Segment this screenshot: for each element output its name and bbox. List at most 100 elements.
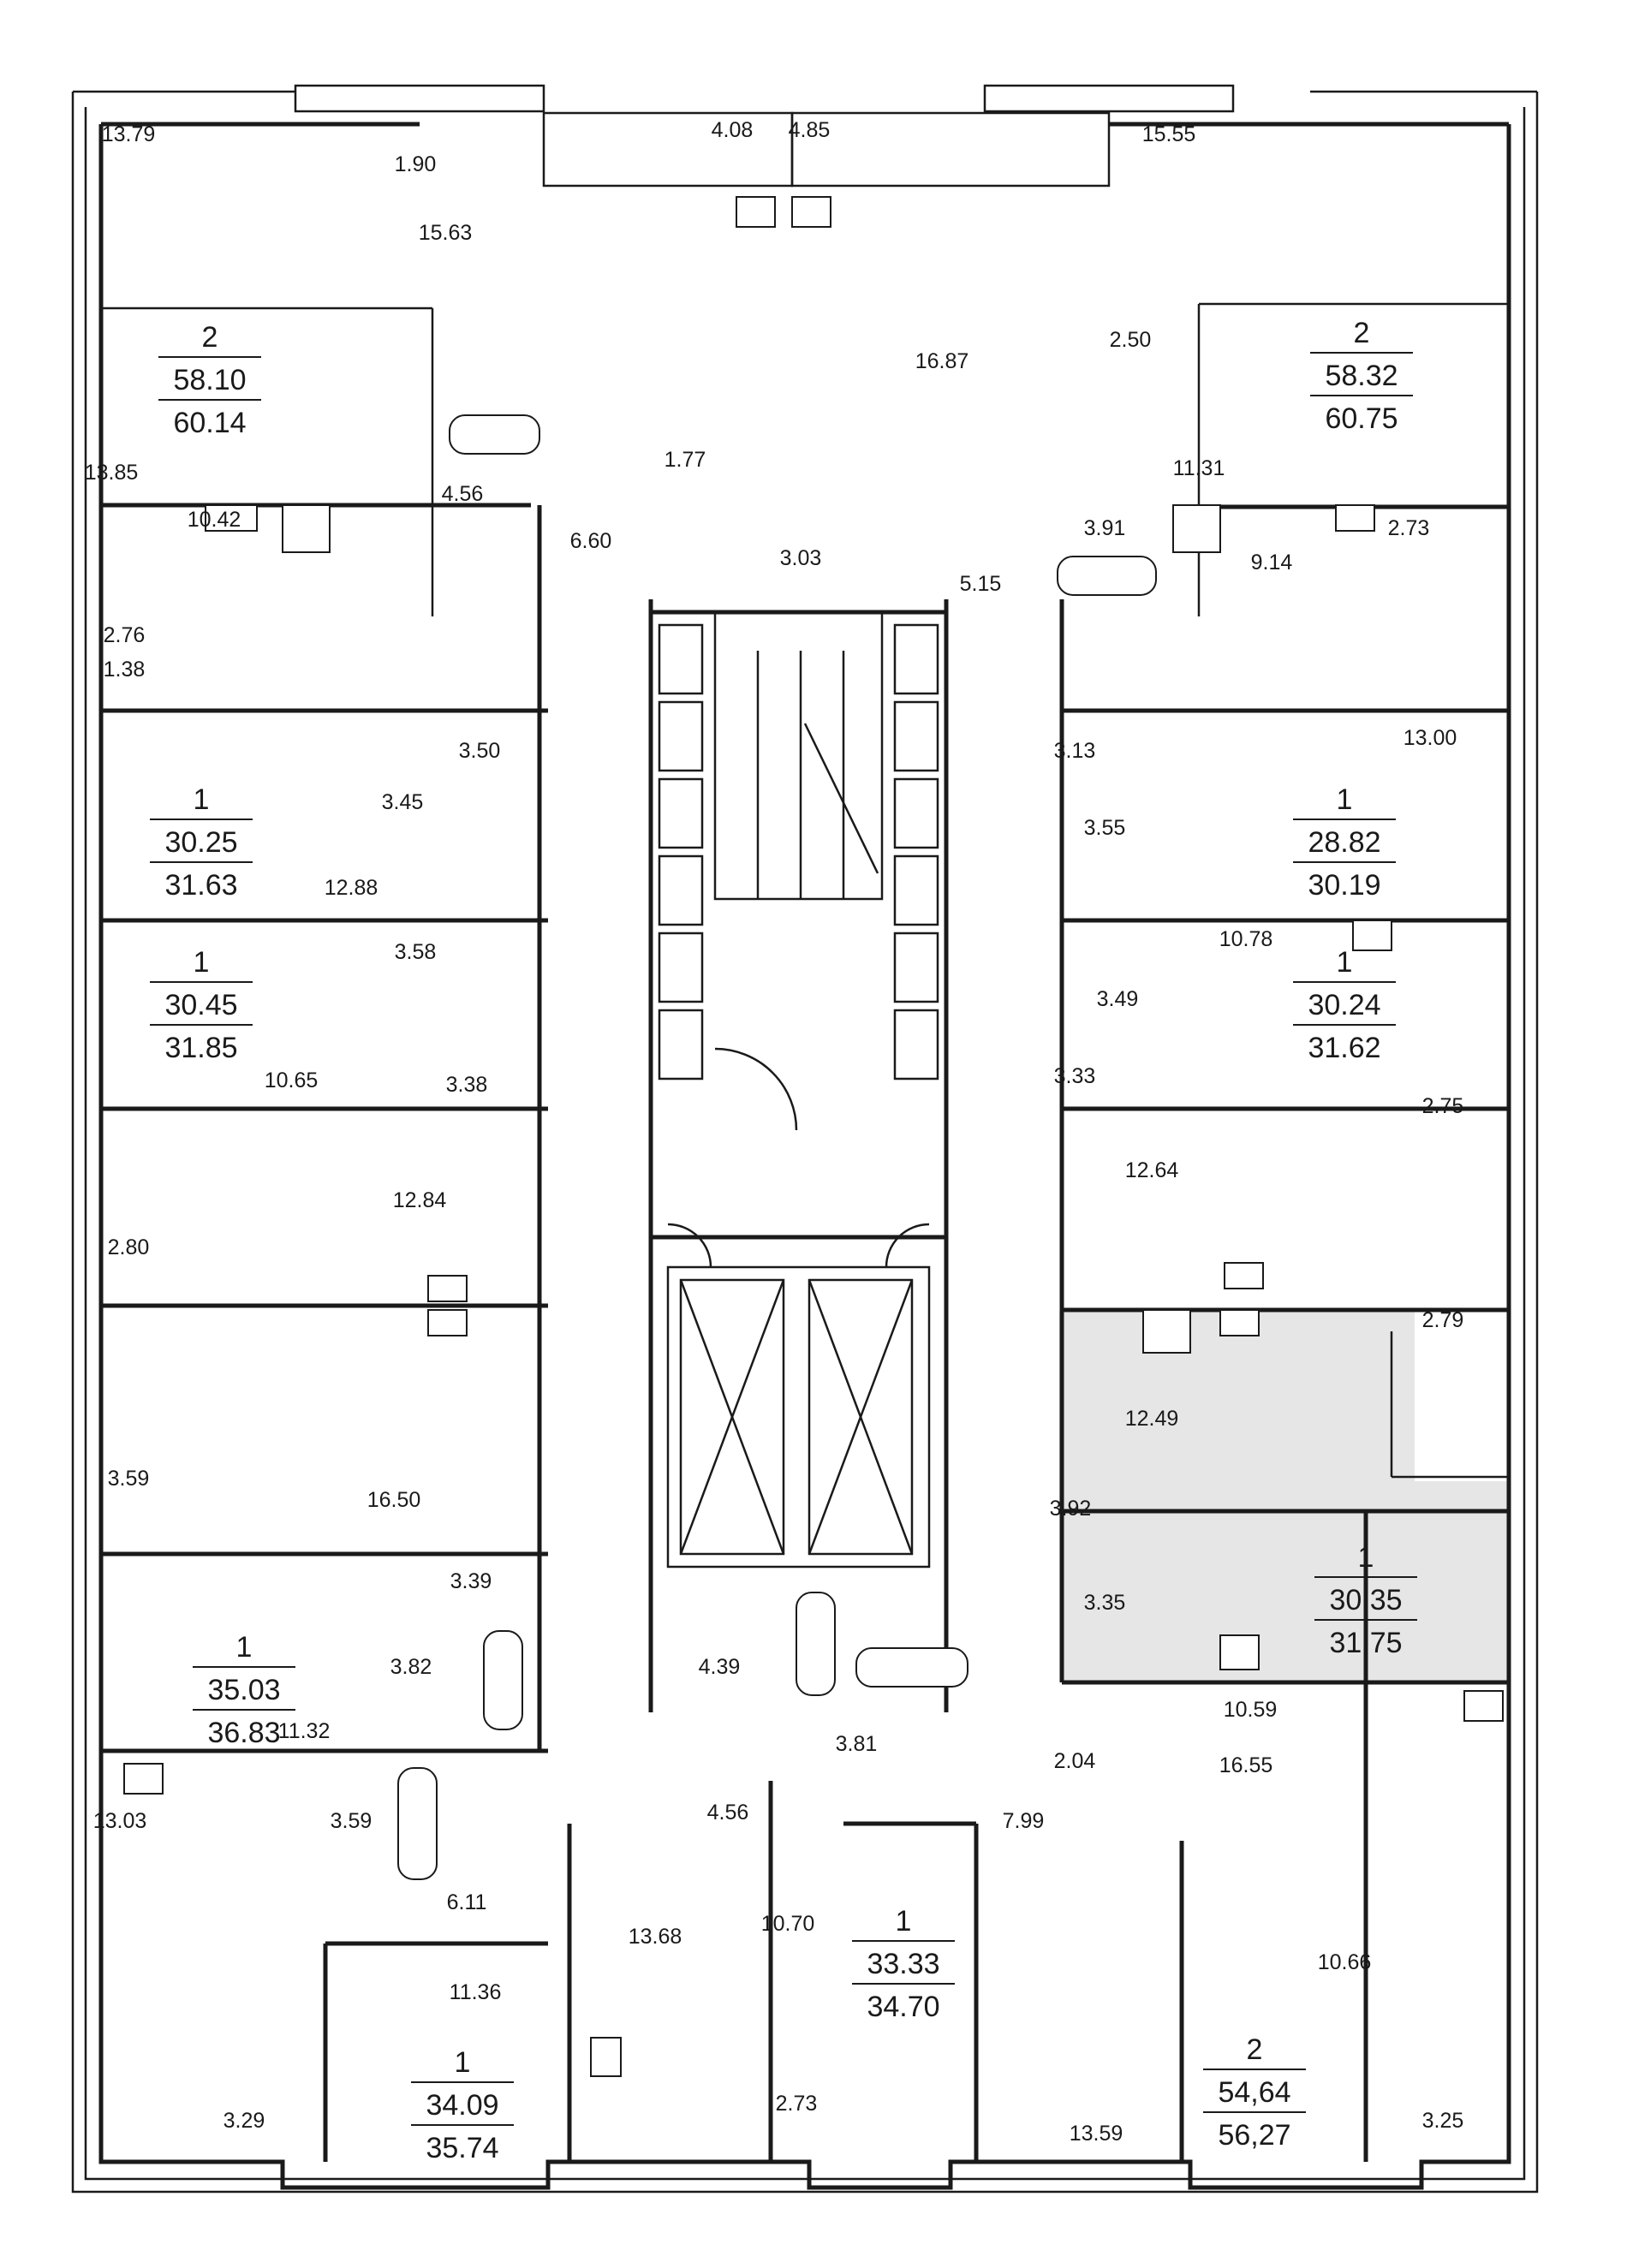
partition-walls xyxy=(101,302,1509,2162)
room-area-label: 2.73 xyxy=(776,2092,818,2116)
room-area-label: 13.79 xyxy=(102,122,156,146)
room-area-label: 3.33 xyxy=(1054,1064,1096,1088)
room-area-label: 6.60 xyxy=(570,529,612,553)
room-area-label: 12.49 xyxy=(1125,1407,1179,1431)
room-area-label: 3.59 xyxy=(108,1467,150,1491)
room-area-label: 3.29 xyxy=(223,2109,265,2133)
room-area-label: 15.55 xyxy=(1142,122,1196,146)
unit-summary: 2 58.32 60.75 xyxy=(1310,317,1413,435)
unit-room-count: 1 xyxy=(1337,946,1353,979)
room-area-label: 3.59 xyxy=(331,1809,372,1833)
unit-total-area: 60.14 xyxy=(173,407,246,439)
unit-total-area: 60.75 xyxy=(1325,402,1398,435)
room-area-label: 3.55 xyxy=(1084,816,1126,840)
unit-total-area: 35.74 xyxy=(426,2132,498,2164)
unit-room-count: 1 xyxy=(194,783,210,816)
unit-living-area: 30.25 xyxy=(164,826,237,859)
unit-living-area: 58.32 xyxy=(1325,360,1398,392)
room-area-label: 12.64 xyxy=(1125,1158,1179,1182)
room-area-label: 10.78 xyxy=(1219,927,1273,951)
room-area-label: 5.15 xyxy=(960,572,1002,596)
room-area-label: 3.39 xyxy=(450,1569,492,1593)
highlighted-unit xyxy=(1059,1312,1507,1681)
room-area-label: 10.70 xyxy=(761,1912,815,1936)
room-area-label: 2.73 xyxy=(1388,516,1430,540)
unit-total-area: 56,27 xyxy=(1218,2119,1290,2152)
room-area-label: 3.35 xyxy=(1084,1591,1126,1615)
room-area-label: 4.08 xyxy=(712,118,754,142)
unit-living-area: 34.09 xyxy=(426,2089,498,2122)
room-area-label: 10.66 xyxy=(1318,1950,1372,1974)
unit-summary: 1 30.24 31.62 xyxy=(1293,946,1396,1064)
room-area-label: 4.56 xyxy=(707,1801,749,1825)
room-area-label: 3.49 xyxy=(1097,987,1139,1011)
room-area-label: 3.58 xyxy=(395,940,437,964)
room-area-label: 10.59 xyxy=(1224,1698,1278,1722)
unit-total-area: 31.85 xyxy=(164,1032,237,1064)
unit-room-count: 2 xyxy=(202,321,218,354)
unit-room-count: 2 xyxy=(1354,317,1370,349)
unit-living-area: 30.35 xyxy=(1329,1584,1402,1616)
room-area-label: 3.91 xyxy=(1084,516,1126,540)
room-area-label: 11.36 xyxy=(450,1980,502,2004)
unit-summary: 1 30.45 31.85 xyxy=(150,946,253,1064)
room-area-label: 9.14 xyxy=(1251,551,1293,574)
unit-living-area: 35.03 xyxy=(207,1674,280,1706)
room-area-label: 12.84 xyxy=(393,1188,447,1212)
unit-summary: 1 33.33 34.70 xyxy=(852,1905,955,2023)
room-area-label: 1.90 xyxy=(395,152,437,176)
room-area-label: 3.25 xyxy=(1422,2109,1464,2133)
unit-summaries: 258.1060.14258.3260.75130.2531.63128.823… xyxy=(150,317,1417,2164)
room-area-label: 2.50 xyxy=(1110,328,1152,352)
room-area-label: 16.87 xyxy=(915,349,969,373)
room-area-label: 10.42 xyxy=(188,508,241,532)
room-area-label: 2.75 xyxy=(1422,1094,1464,1118)
room-area-label: 4.85 xyxy=(789,118,831,142)
unit-total-area: 34.70 xyxy=(867,1991,939,2023)
room-area-label: 10.65 xyxy=(265,1069,319,1092)
room-area-label: 2.76 xyxy=(104,623,146,647)
room-area-label: 3.45 xyxy=(382,790,424,814)
unit-room-count: 1 xyxy=(194,946,210,979)
room-area-label: 3.82 xyxy=(390,1655,432,1679)
room-area-label: 13.68 xyxy=(629,1925,682,1949)
room-area-label: 3.38 xyxy=(446,1073,488,1097)
room-area-label: 3.92 xyxy=(1050,1497,1092,1521)
unit-room-count: 1 xyxy=(1358,1541,1374,1574)
room-area-label: 4.56 xyxy=(442,482,484,506)
room-area-label: 6.11 xyxy=(447,1890,487,1914)
room-area-label: 3.50 xyxy=(459,739,501,763)
room-area-label: 12.88 xyxy=(325,876,378,900)
room-area-label: 11.32 xyxy=(278,1719,331,1743)
unit-living-area: 33.33 xyxy=(867,1948,939,1980)
unit-living-area: 30.24 xyxy=(1308,989,1380,1021)
unit-room-count: 2 xyxy=(1247,2033,1263,2066)
room-area-label: 2.04 xyxy=(1054,1749,1096,1773)
unit-summary: 2 58.10 60.14 xyxy=(158,321,261,439)
building-outline xyxy=(71,84,1539,2194)
room-area-label: 1.38 xyxy=(104,658,146,682)
unit-total-area: 31.62 xyxy=(1308,1032,1380,1064)
unit-room-count: 1 xyxy=(1337,783,1353,816)
room-area-label: 16.55 xyxy=(1219,1753,1273,1777)
unit-living-area: 58.10 xyxy=(173,364,246,396)
room-area-label: 2.80 xyxy=(108,1235,150,1259)
room-area-label: 3.03 xyxy=(780,546,822,570)
room-area-label: 13.00 xyxy=(1404,726,1457,750)
room-area-label: 2.79 xyxy=(1422,1308,1464,1332)
unit-room-count: 1 xyxy=(455,2046,471,2079)
building-core xyxy=(648,610,949,1569)
room-area-label: 3.13 xyxy=(1054,739,1096,763)
unit-room-count: 1 xyxy=(896,1905,912,1938)
room-area-label: 7.99 xyxy=(1003,1809,1045,1833)
unit-living-area: 30.45 xyxy=(164,989,237,1021)
room-area-label: 1.77 xyxy=(665,448,706,472)
room-area-label: 3.81 xyxy=(836,1732,878,1756)
